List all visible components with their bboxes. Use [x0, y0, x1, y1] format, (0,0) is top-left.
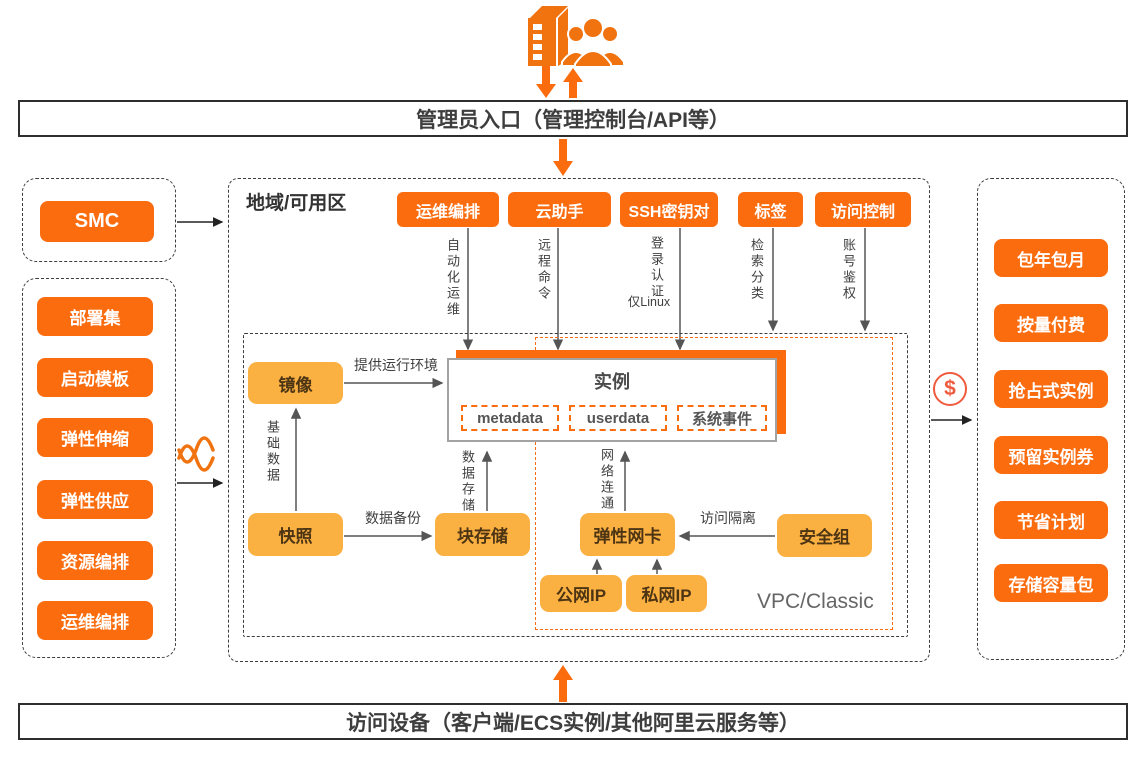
access-isolation-label: 访问隔离 [700, 510, 756, 526]
auto-provisioning-button: 弹性供应 [37, 480, 153, 519]
access-device-banner: 访问设备（客户端/ECS实例/其他阿里云服务等） [18, 703, 1128, 740]
wave-squiggle-icon [177, 436, 215, 472]
reserved-instance-button: 预留实例券 [994, 436, 1108, 474]
snapshot-label: 快照 [278, 527, 313, 546]
savings-plan-label: 节省计划 [1017, 512, 1085, 532]
private-ip-node: 私网IP [626, 575, 707, 612]
admin-entry-banner: 管理员入口（管理控制台/API等） [18, 100, 1128, 137]
ssh-keypair-button: SSH密钥对 [620, 192, 718, 227]
reserved-instance-label: 预留实例券 [1008, 447, 1094, 467]
ssh-note: 登录认证 [649, 236, 664, 300]
deployment-set-label: 部署集 [69, 309, 121, 328]
access-control-label: 访问控制 [830, 203, 895, 221]
preemptible-instance-button: 抢占式实例 [994, 370, 1108, 408]
instance-card: 实例 metadata userdata 系统事件 [447, 358, 777, 442]
launch-template-button: 启动模板 [37, 358, 153, 397]
system-events-label: 系统事件 [691, 410, 752, 428]
smc-button: SMC [40, 201, 154, 242]
assistant-note: 远程命令 [536, 238, 551, 302]
ops-note: 自动化运维 [445, 238, 460, 318]
region-zone-box [228, 178, 930, 662]
subscription-button: 包年包月 [994, 239, 1108, 277]
ops-orchestration-label: 运维编排 [61, 613, 129, 632]
access-control-button: 访问控制 [815, 192, 911, 227]
resource-orchestration-label: 资源编排 [61, 553, 129, 572]
ops-orchestration-service-button: 运维编排 [397, 192, 499, 227]
image-node: 镜像 [248, 362, 343, 404]
storage-capacity-unit-button: 存储容量包 [994, 564, 1108, 602]
metadata-label: metadata [477, 409, 543, 427]
base-data-label: 基础数据 [265, 420, 280, 484]
tags-note: 检索分类 [749, 238, 764, 302]
network-connect-label: 网络连通 [599, 448, 614, 512]
smc-label: SMC [74, 210, 120, 232]
tags-button: 标签 [738, 192, 803, 227]
dollar-glyph: $ [944, 377, 956, 400]
data-storage-label: 数据存储 [460, 450, 475, 514]
preemptible-instance-label: 抢占式实例 [1008, 381, 1094, 401]
vpc-classic-label: VPC/Classic [757, 590, 874, 613]
instance-title: 实例 [594, 372, 630, 392]
eni-label: 弹性网卡 [593, 527, 662, 546]
billing-dollar-icon: $ [933, 372, 967, 406]
left-services-panel [22, 278, 176, 658]
pay-as-you-go-button: 按量付费 [994, 304, 1108, 342]
auto-scaling-label: 弹性伸缩 [61, 430, 129, 449]
provide-env-label: 提供运行环境 [354, 357, 438, 373]
metadata-box: metadata [461, 405, 559, 431]
ssh-keypair-label: SSH密钥对 [628, 203, 710, 221]
public-ip-label: 公网IP [555, 586, 607, 605]
storage-capacity-unit-label: 存储容量包 [1008, 575, 1094, 595]
block-storage-node: 块存储 [435, 513, 530, 556]
userdata-label: userdata [586, 409, 650, 427]
resource-orchestration-button: 资源编排 [37, 541, 153, 580]
block-storage-label: 块存储 [457, 527, 508, 546]
vpc-network-box [535, 337, 893, 630]
admin-entry-banner-label: 管理员入口（管理控制台/API等） [416, 108, 730, 132]
pay-as-you-go-label: 按量付费 [1017, 315, 1085, 335]
auto-provisioning-label: 弹性供应 [61, 492, 129, 511]
billing-panel [977, 178, 1125, 660]
region-zone-label: 地域/可用区 [246, 193, 347, 214]
snapshot-node: 快照 [248, 513, 343, 556]
ops-orchestration-button: 运维编排 [37, 601, 153, 640]
admin-users-building-icon [528, 6, 625, 68]
userdata-box: userdata [569, 405, 667, 431]
deployment-set-button: 部署集 [37, 297, 153, 336]
private-ip-label: 私网IP [641, 586, 692, 605]
smc-panel [22, 178, 176, 262]
access-device-banner-label: 访问设备（客户端/ECS实例/其他阿里云服务等） [346, 711, 800, 735]
public-ip-node: 公网IP [540, 575, 622, 612]
ssh-note-linux: 仅Linux [627, 295, 671, 309]
resource-inner-box [243, 333, 908, 637]
auto-scaling-button: 弹性伸缩 [37, 418, 153, 457]
cloud-assistant-label: 云助手 [535, 203, 584, 221]
image-label: 镜像 [278, 375, 313, 395]
security-group-node: 安全组 [777, 514, 872, 557]
ops-orchestration-service-label: 运维编排 [415, 203, 480, 221]
cloud-assistant-button: 云助手 [508, 192, 611, 227]
launch-template-label: 启动模板 [61, 370, 129, 389]
system-events-box: 系统事件 [677, 405, 767, 431]
savings-plan-button: 节省计划 [994, 501, 1108, 539]
security-group-label: 安全组 [799, 528, 850, 547]
eni-node: 弹性网卡 [580, 513, 675, 556]
data-backup-label: 数据备份 [365, 510, 421, 526]
access-control-note: 账号鉴权 [841, 238, 856, 302]
tags-label: 标签 [754, 203, 787, 221]
subscription-label: 包年包月 [1017, 250, 1085, 270]
